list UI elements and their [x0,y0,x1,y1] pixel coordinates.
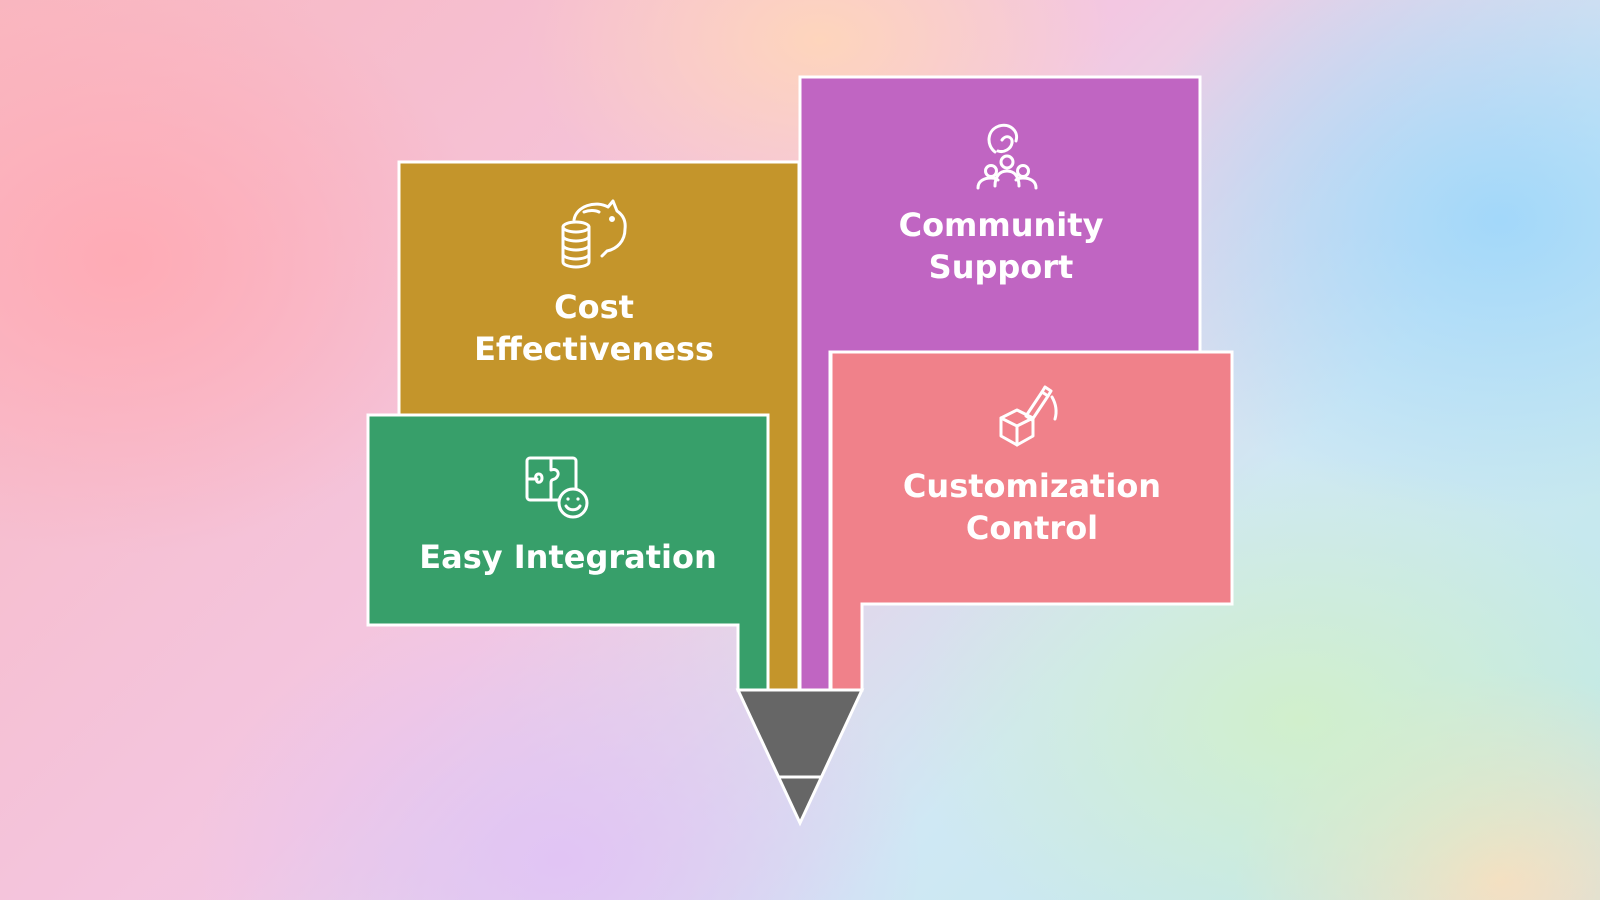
puzzle-smiley-icon [525,456,589,519]
customization-control-label: Customization Control [902,467,1162,547]
box-pen-icon [999,385,1058,447]
cost-effectiveness-label: Cost Effectiveness [474,288,714,368]
piggy-bank-coins-icon [561,199,627,269]
community-hand-people-icon [976,123,1038,190]
easy-integration-label: Easy Integration [419,538,717,576]
community-support-label: Community Support [898,206,1104,286]
pencil-tip [735,688,865,827]
